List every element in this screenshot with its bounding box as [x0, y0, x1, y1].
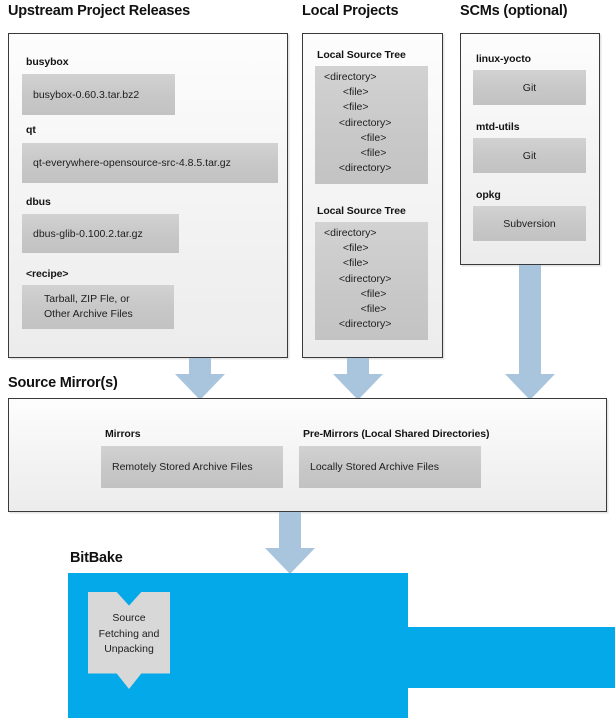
scms-label-opkg: opkg: [476, 189, 501, 201]
upstream-label-qt: qt: [26, 124, 36, 136]
tree-line: <file>: [337, 86, 369, 99]
local-source-tree-label-1: Local Source Tree: [317, 49, 406, 61]
scms-chip-linux-yocto: Git: [473, 70, 586, 105]
upstream-label-recipe: <recipe>: [26, 268, 69, 280]
tree-line: <directory>: [333, 116, 392, 129]
arrow-head: [505, 374, 555, 400]
arrow-mirrors-to-bitbake: [265, 512, 315, 574]
bitbake-section-title: BitBake: [70, 550, 123, 566]
local-source-tree-chip-2: <directory> <file> <file> <directory> <f…: [315, 222, 428, 340]
pre-mirrors-chip: Locally Stored Archive Files: [299, 446, 481, 488]
upstream-label-dbus: dbus: [26, 196, 51, 208]
tree-line: <file>: [349, 147, 387, 160]
tree-line: <file>: [349, 303, 387, 316]
bitbake-right-bar: [405, 627, 615, 688]
arrow-scms-to-mirrors: [505, 265, 555, 400]
upstream-chip-busybox: busybox-0.60.3.tar.bz2: [22, 74, 175, 115]
upstream-chip-recipe: Tarball, ZIP Fle, or Other Archive Files: [22, 285, 174, 329]
tree-line: <file>: [349, 131, 387, 144]
mirrors-chip: Remotely Stored Archive Files: [101, 446, 283, 488]
source-mirrors-section-title: Source Mirror(s): [8, 375, 118, 391]
arrow-shaft: [347, 358, 369, 376]
tree-line: <file>: [349, 287, 387, 300]
recipe-value-line2: Other Archive Files: [44, 308, 133, 320]
tree-line: <file>: [337, 242, 369, 255]
local-source-tree-label-2: Local Source Tree: [317, 205, 406, 217]
tree-line: <directory>: [333, 162, 392, 175]
tree-line: <directory>: [324, 227, 377, 239]
tree-line: <directory>: [324, 71, 377, 83]
arrow-local-projects-to-mirrors: [333, 358, 383, 400]
source-fetching-unpacking-task: Source Fetching and Unpacking: [88, 592, 170, 689]
arrow-shaft: [279, 512, 301, 550]
arrow-head: [175, 374, 225, 400]
local-source-tree-chip-1: <directory> <file> <file> <directory> <f…: [315, 66, 428, 184]
tree-line: <directory>: [333, 318, 392, 331]
upstream-chip-dbus: dbus-glib-0.100.2.tar.gz: [22, 214, 179, 253]
arrow-shaft: [519, 265, 541, 376]
scms-section-title: SCMs (optional): [460, 3, 568, 19]
arrow-upstream-to-mirrors: [175, 358, 225, 400]
task-line-3: Unpacking: [104, 643, 154, 656]
task-line-1: Source: [112, 612, 146, 625]
task-text-lines: Source Fetching and Unpacking: [99, 611, 160, 658]
tree-line: <file>: [337, 101, 369, 114]
scms-label-linux-yocto: linux-yocto: [476, 53, 531, 65]
local-projects-section-title: Local Projects: [302, 3, 399, 19]
scms-label-mtd-utils: mtd-utils: [476, 121, 520, 133]
upstream-label-busybox: busybox: [26, 56, 69, 68]
mirrors-label: Mirrors: [105, 428, 141, 440]
tree-line: <directory>: [333, 272, 392, 285]
task-line-2: Fetching and: [98, 627, 160, 640]
scms-chip-mtd-utils: Git: [473, 138, 586, 173]
upstream-chip-qt: qt-everywhere-opensource-src-4.8.5.tar.g…: [22, 143, 278, 183]
recipe-value-line1: Tarball, ZIP Fle, or: [44, 293, 130, 305]
arrow-head: [333, 374, 383, 400]
arrow-head: [265, 548, 315, 574]
tree-line: <file>: [337, 257, 369, 270]
arrow-shaft: [189, 358, 211, 376]
scms-chip-opkg: Subversion: [473, 206, 586, 241]
upstream-section-title: Upstream Project Releases: [8, 3, 190, 19]
pre-mirrors-label: Pre-Mirrors (Local Shared Directories): [303, 428, 490, 440]
